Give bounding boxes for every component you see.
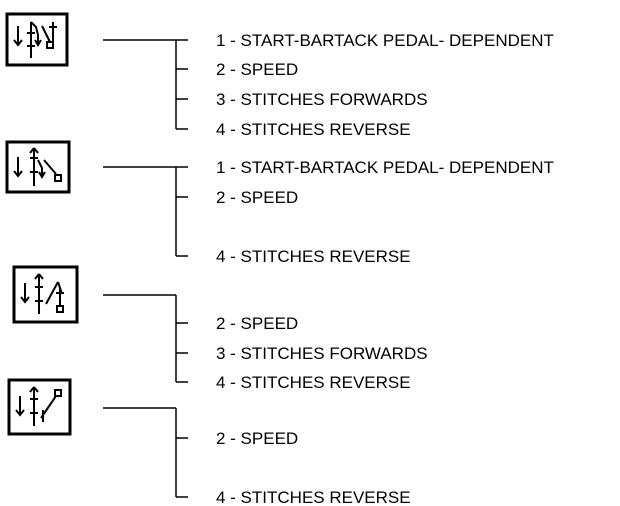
group-3: 2 - SPEED 3 - STITCHES FORWARDS 4 - STIT… xyxy=(12,265,428,392)
param-label: 4 - STITCHES REVERSE xyxy=(216,488,411,506)
param-label: 2 - SPEED xyxy=(216,429,298,448)
param-label: 2 - SPEED xyxy=(216,188,298,207)
param-label: 4 - STITCHES REVERSE xyxy=(216,247,411,266)
param-label: 4 - STITCHES REVERSE xyxy=(216,120,411,139)
group-4: 2 - SPEED 4 - STITCHES REVERSE xyxy=(7,378,411,506)
group-3-connector xyxy=(103,294,188,383)
param-label: 2 - SPEED xyxy=(216,60,298,79)
bartack-end-single-icon xyxy=(7,378,72,436)
group-2: 1 - START-BARTACK PEDAL- DEPENDENT 2 - S… xyxy=(5,140,554,266)
group-2-connector xyxy=(103,166,188,257)
param-label: 2 - SPEED xyxy=(216,314,298,333)
group-1-connector xyxy=(103,39,188,130)
bartack-start-icon xyxy=(5,140,71,194)
param-label: 3 - STITCHES FORWARDS xyxy=(216,344,428,363)
bartack-start-end-icon xyxy=(5,12,69,67)
bartack-end-icon xyxy=(12,265,79,324)
group-4-connector xyxy=(103,407,188,498)
param-label: 1 - START-BARTACK PEDAL- DEPENDENT xyxy=(216,158,554,177)
param-label: 1 - START-BARTACK PEDAL- DEPENDENT xyxy=(216,31,554,50)
param-label: 3 - STITCHES FORWARDS xyxy=(216,90,428,109)
group-1: 1 - START-BARTACK PEDAL- DEPENDENT 2 - S… xyxy=(5,12,554,139)
param-label: 4 - STITCHES REVERSE xyxy=(216,373,411,392)
